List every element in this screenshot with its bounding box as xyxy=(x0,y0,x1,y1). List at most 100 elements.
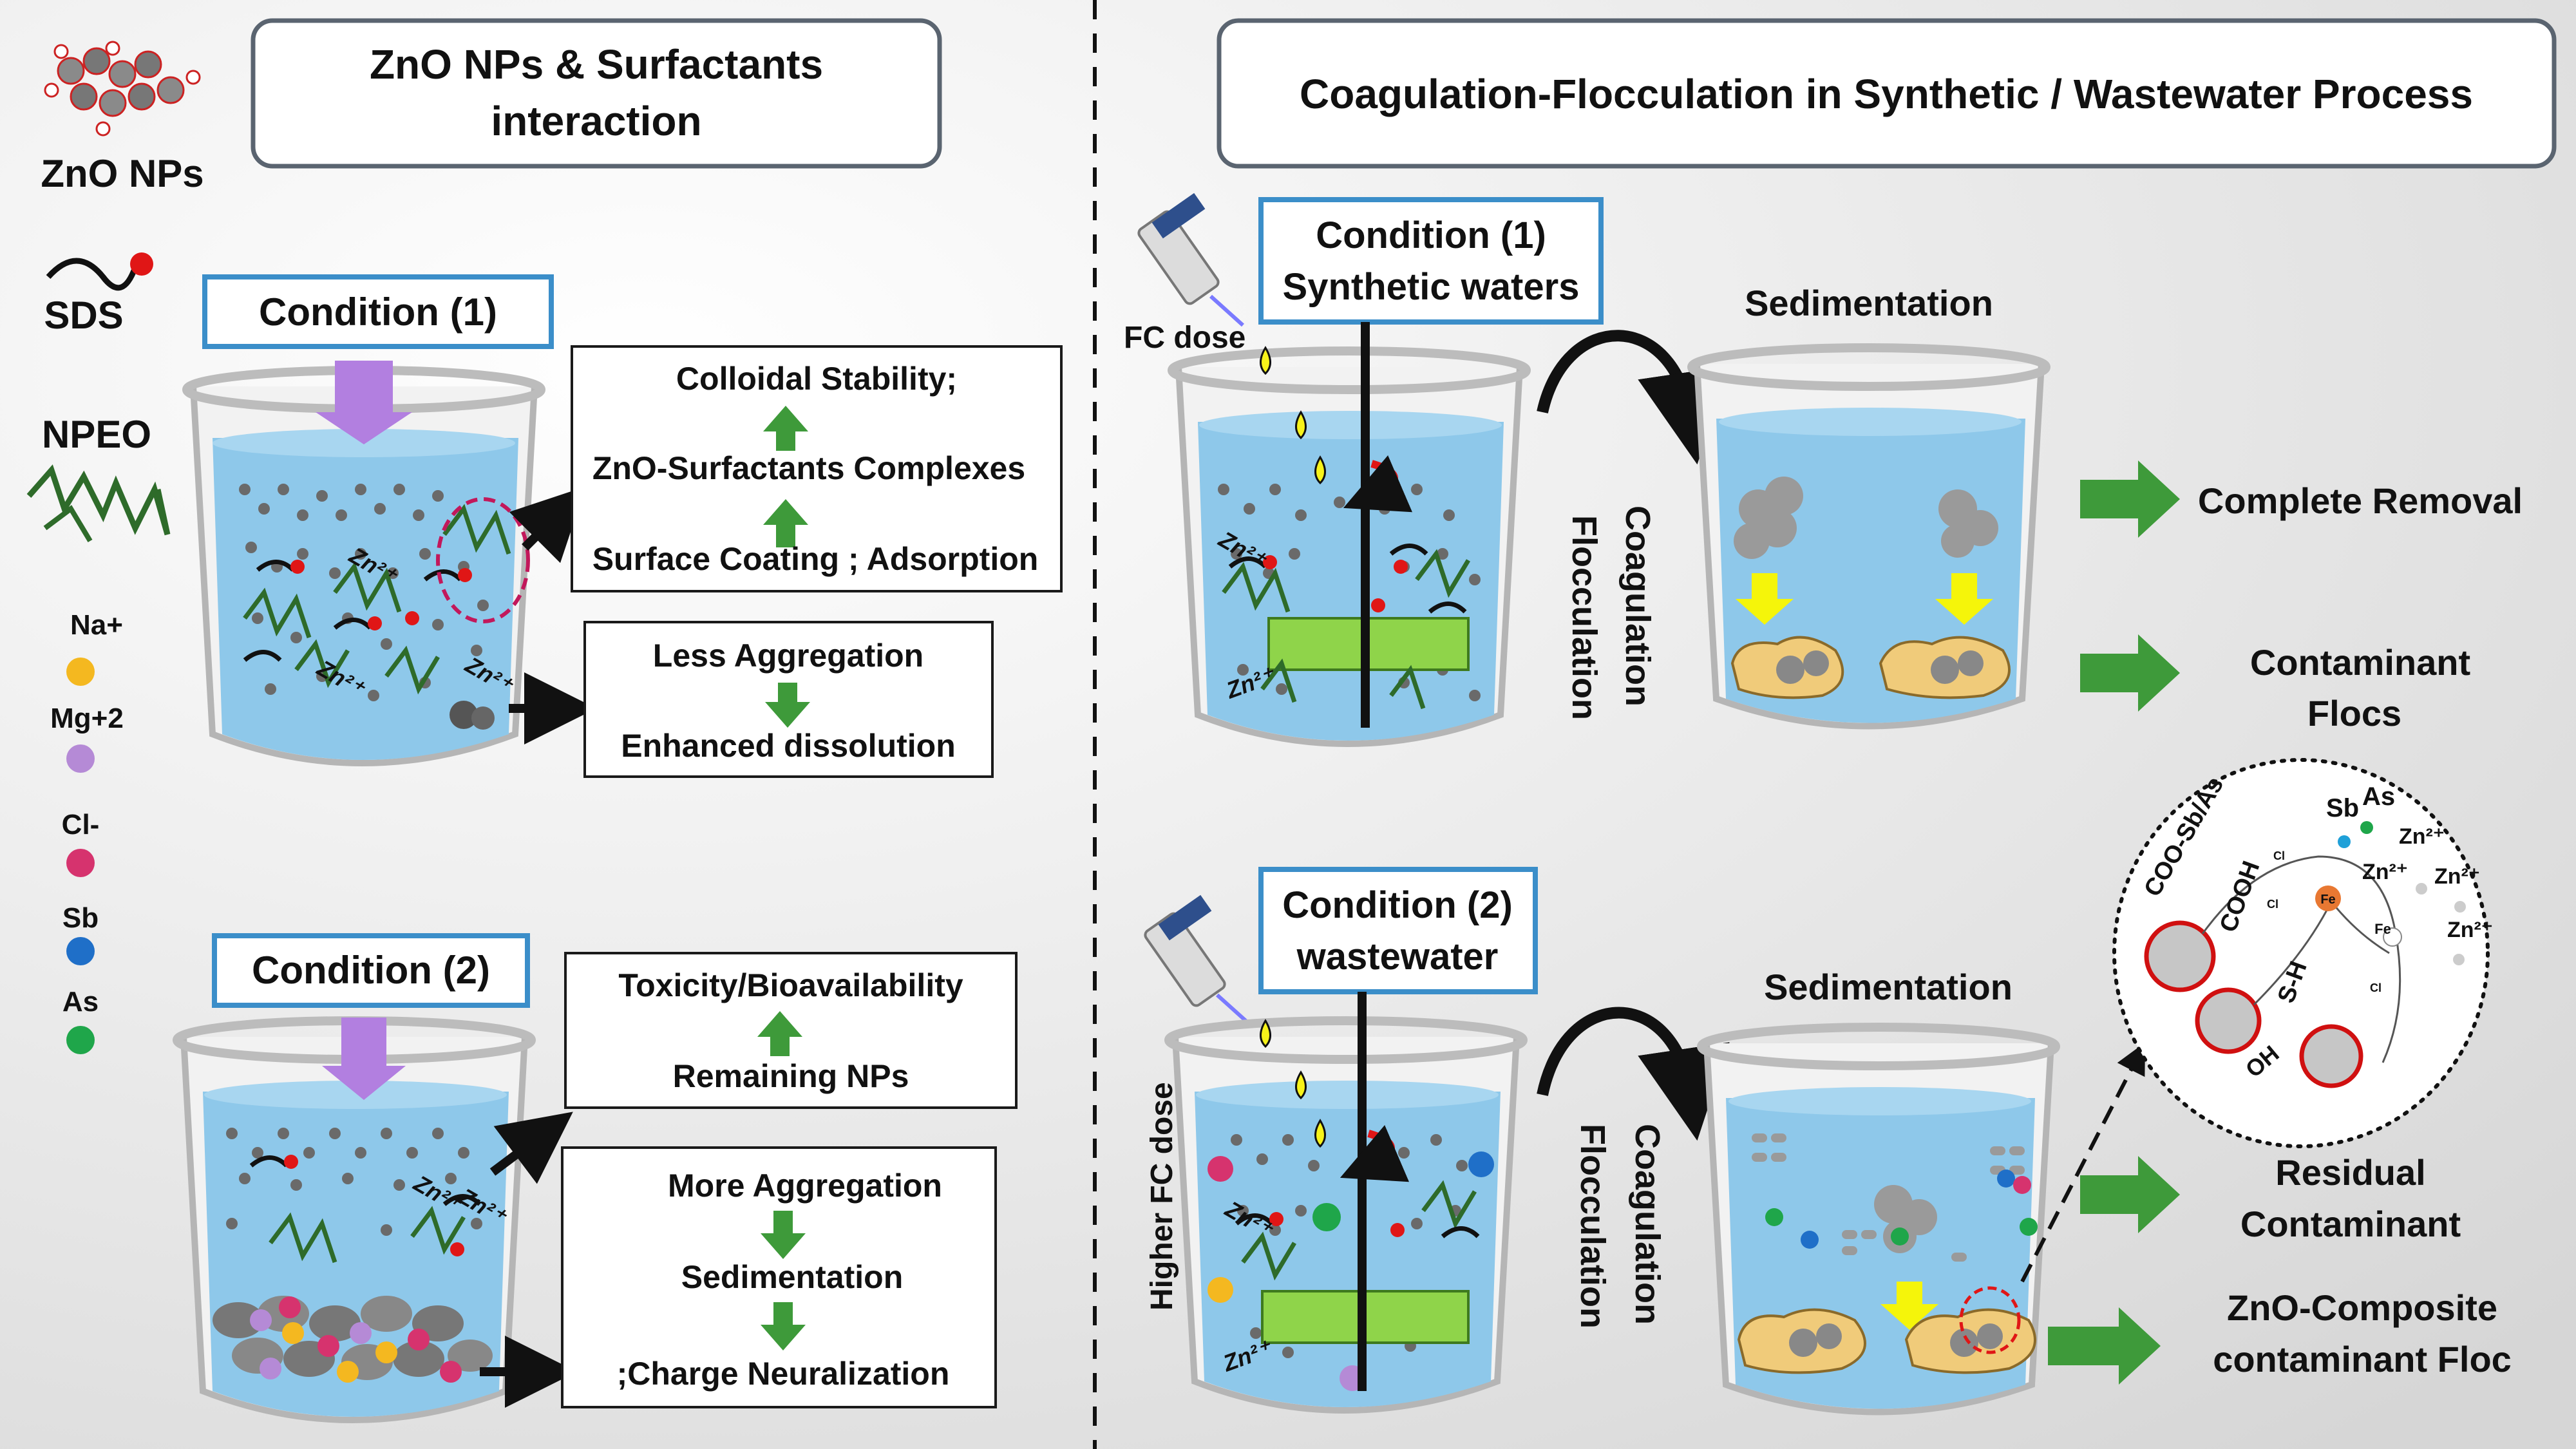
npeo-icon xyxy=(26,464,171,543)
right-condition-1-line-1: Condition (1) xyxy=(1316,214,1546,256)
inset-zn-dot-3 xyxy=(2453,954,2465,965)
yellow-settle-arrow-2 xyxy=(1880,1282,1938,1330)
floating-floc-1 xyxy=(1734,477,1998,559)
inset-spheres xyxy=(2144,920,2363,1088)
sedimentation-label-1: Sedimentation xyxy=(1745,283,1993,323)
arrow-to-box-l2a xyxy=(489,1112,573,1184)
fc-dose-label: FC dose xyxy=(1124,321,1245,355)
outcome-arrow-3 xyxy=(2080,1156,2180,1233)
inset-cl-label-1: Cl xyxy=(2273,849,2285,862)
legend-zno-label: ZnO NPs xyxy=(41,152,204,195)
sds-molecules-left-2 xyxy=(249,1155,482,1256)
yellow-settle-arrow-1a xyxy=(1736,573,1794,625)
curved-arrow-1 xyxy=(1537,330,1730,465)
stir-arrow-1 xyxy=(1343,455,1413,513)
legend-ion-label-1: Mg+2 xyxy=(50,703,124,734)
legend-ion-label-0: Na+ xyxy=(70,609,123,641)
outcome-contaminant-line-2: Flocs xyxy=(2307,693,2401,734)
outcome-arrow-4 xyxy=(2048,1307,2161,1385)
inset-ion-as: As xyxy=(2362,782,2395,811)
surfactant-chains-left-1 xyxy=(243,504,511,695)
left-c1-result-box-1 xyxy=(571,345,1063,592)
surfactant-chains-right-1 xyxy=(1222,549,1471,710)
inset-fe-atom-2 xyxy=(2383,927,2402,947)
arrow-to-box-l1a xyxy=(509,486,586,564)
fc-drops-1 xyxy=(1260,346,1326,485)
inset-cl-label-2: Cl xyxy=(2267,898,2278,911)
outcome-residual-line-2: Contaminant xyxy=(2240,1204,2461,1244)
ions-sed-2 xyxy=(1765,1170,2038,1249)
floc-zoom-circle xyxy=(1959,1286,2021,1354)
down-arrow-l1 xyxy=(765,683,810,728)
process-line-1b: Flocculation xyxy=(1565,515,1604,720)
purple-dose-arrow-2 xyxy=(322,1018,406,1100)
left-condition-1-box xyxy=(202,274,554,349)
legend-ion-label-4: As xyxy=(62,986,99,1018)
inset-fe-label-2: Fe xyxy=(2374,921,2391,937)
curved-arrow-2 xyxy=(1537,1007,1730,1141)
stir-arrow-2 xyxy=(1340,1124,1410,1182)
higher-fc-dose-label: Higher FC dose xyxy=(1145,1082,1179,1311)
inset-fe-atom-1 xyxy=(2315,886,2341,911)
outcome-composite-line-1: ZnO-Composite xyxy=(2227,1287,2497,1328)
nanoparticle-cloud-left-2 xyxy=(226,1128,482,1236)
right-condition-2-box xyxy=(1258,867,1538,994)
legend-ion-dot-3 xyxy=(66,937,95,965)
legend-ion-dot-2 xyxy=(66,849,95,877)
inset-sb-dot xyxy=(2338,835,2351,848)
up-arrow-l2 xyxy=(757,1011,802,1056)
inset-ion-zn-1: Zn²⁺ xyxy=(2399,824,2445,849)
zno-np-icon xyxy=(44,41,201,137)
yellow-settle-arrow-1b xyxy=(1935,573,1993,625)
aggregate-bottom-left-2 xyxy=(213,1296,493,1383)
left-c1-box1-line-1: Colloidal Stability; xyxy=(676,361,957,397)
sds-molecules-right-1 xyxy=(1228,544,1467,614)
down-arrow-l2-b xyxy=(761,1302,806,1350)
left-c2-result-box-2 xyxy=(561,1146,997,1408)
legend-ion-dot-0 xyxy=(66,658,95,686)
outcome-residual-line-1: Residual xyxy=(2275,1152,2425,1193)
left-c2-box2-line-1: More Aggregation xyxy=(668,1168,942,1204)
inset-fe-label-1: Fe xyxy=(2320,893,2335,907)
purple-dose-arrow-1 xyxy=(316,361,412,444)
left-c2-box2-line-2: Sedimentation xyxy=(681,1259,903,1295)
legend-ion-label-2: Cl- xyxy=(62,809,100,840)
zoom-dashed-arrow xyxy=(2020,1042,2145,1283)
up-arrow-l1-b xyxy=(763,499,808,547)
settled-floc-1 xyxy=(1730,636,2011,699)
left-c1-box1-line-3: Surface Coating ; Adsorption xyxy=(592,541,1039,577)
left-header-box xyxy=(251,18,942,169)
inset-ion-sb: Sb xyxy=(2326,794,2359,822)
surfactant-chains-right-2 xyxy=(1241,1180,1477,1281)
legend-sds-label: SDS xyxy=(44,294,123,337)
inset-ion-zn-4: Zn²⁺ xyxy=(2447,918,2493,942)
right-header-box xyxy=(1217,18,2557,169)
left-header-line-1: ZnO NPs & Surfactants xyxy=(370,41,823,88)
surfactant-chains-left-2 xyxy=(269,1206,466,1264)
inset-zoom-circle xyxy=(2112,758,2490,1148)
inset-as-dot xyxy=(2360,821,2373,834)
sds-molecules-left-1 xyxy=(243,560,472,662)
left-c1-box1-line-2: ZnO-Surfactants Complexes xyxy=(592,450,1025,486)
outcome-complete-removal: Complete Removal xyxy=(2198,480,2523,521)
process-line-2a: Coagulation xyxy=(1628,1124,1667,1325)
left-condition-1-title: Condition (1) xyxy=(259,290,497,334)
right-condition-1-line-2: Synthetic waters xyxy=(1283,266,1580,308)
right-condition-2-line-2: wastewater xyxy=(1296,936,1499,978)
settled-floc-2 xyxy=(1737,1308,2036,1374)
ions-right-2 xyxy=(1208,1151,1494,1391)
outcome-arrow-2 xyxy=(2080,634,2180,712)
inset-ion-zn-2: Zn²⁺ xyxy=(2362,860,2408,884)
left-header-line-2: interaction xyxy=(491,98,701,144)
left-c1-box2-line-2: Enhanced dissolution xyxy=(621,728,955,764)
up-arrow-l1-a xyxy=(763,406,808,451)
left-c2-box2-line-3: ;Charge Neuralization xyxy=(617,1356,950,1392)
process-line-1a: Coagulation xyxy=(1618,506,1657,706)
inset-cl-label-3: Cl xyxy=(2370,981,2382,994)
nanoparticle-cloud-left-1 xyxy=(239,484,495,730)
inset-ion-zn-3: Zn²⁺ xyxy=(2434,864,2480,889)
legend-ion-dot-1 xyxy=(66,744,95,773)
right-condition-1-box xyxy=(1258,197,1604,325)
process-line-2b: Flocculation xyxy=(1573,1124,1612,1329)
sds-icon xyxy=(46,252,153,291)
